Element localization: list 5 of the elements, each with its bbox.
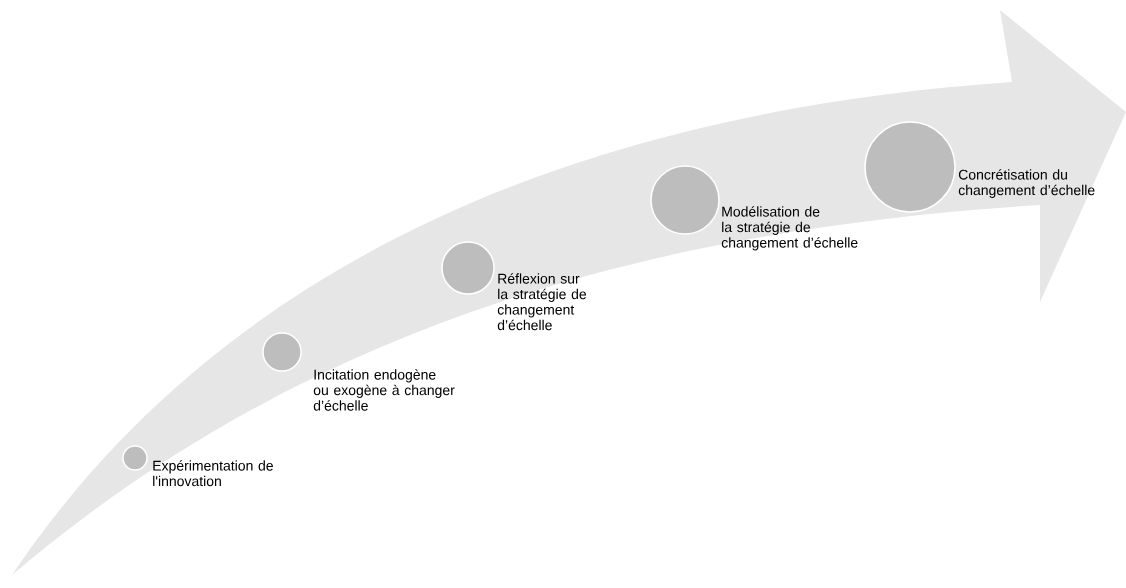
step-label: Incitation endogène ou exogène à changer d’échelle [313,369,455,411]
step-label: Réflexion sur la stratégie de changement d’échelle [497,273,587,331]
step-label: Concrétisation du changement d’échelle [958,169,1095,198]
step-label: Modélisation de la stratégie de changement d’échelle [721,206,858,251]
step-label: Expérimentation de l'innovation [153,460,273,487]
